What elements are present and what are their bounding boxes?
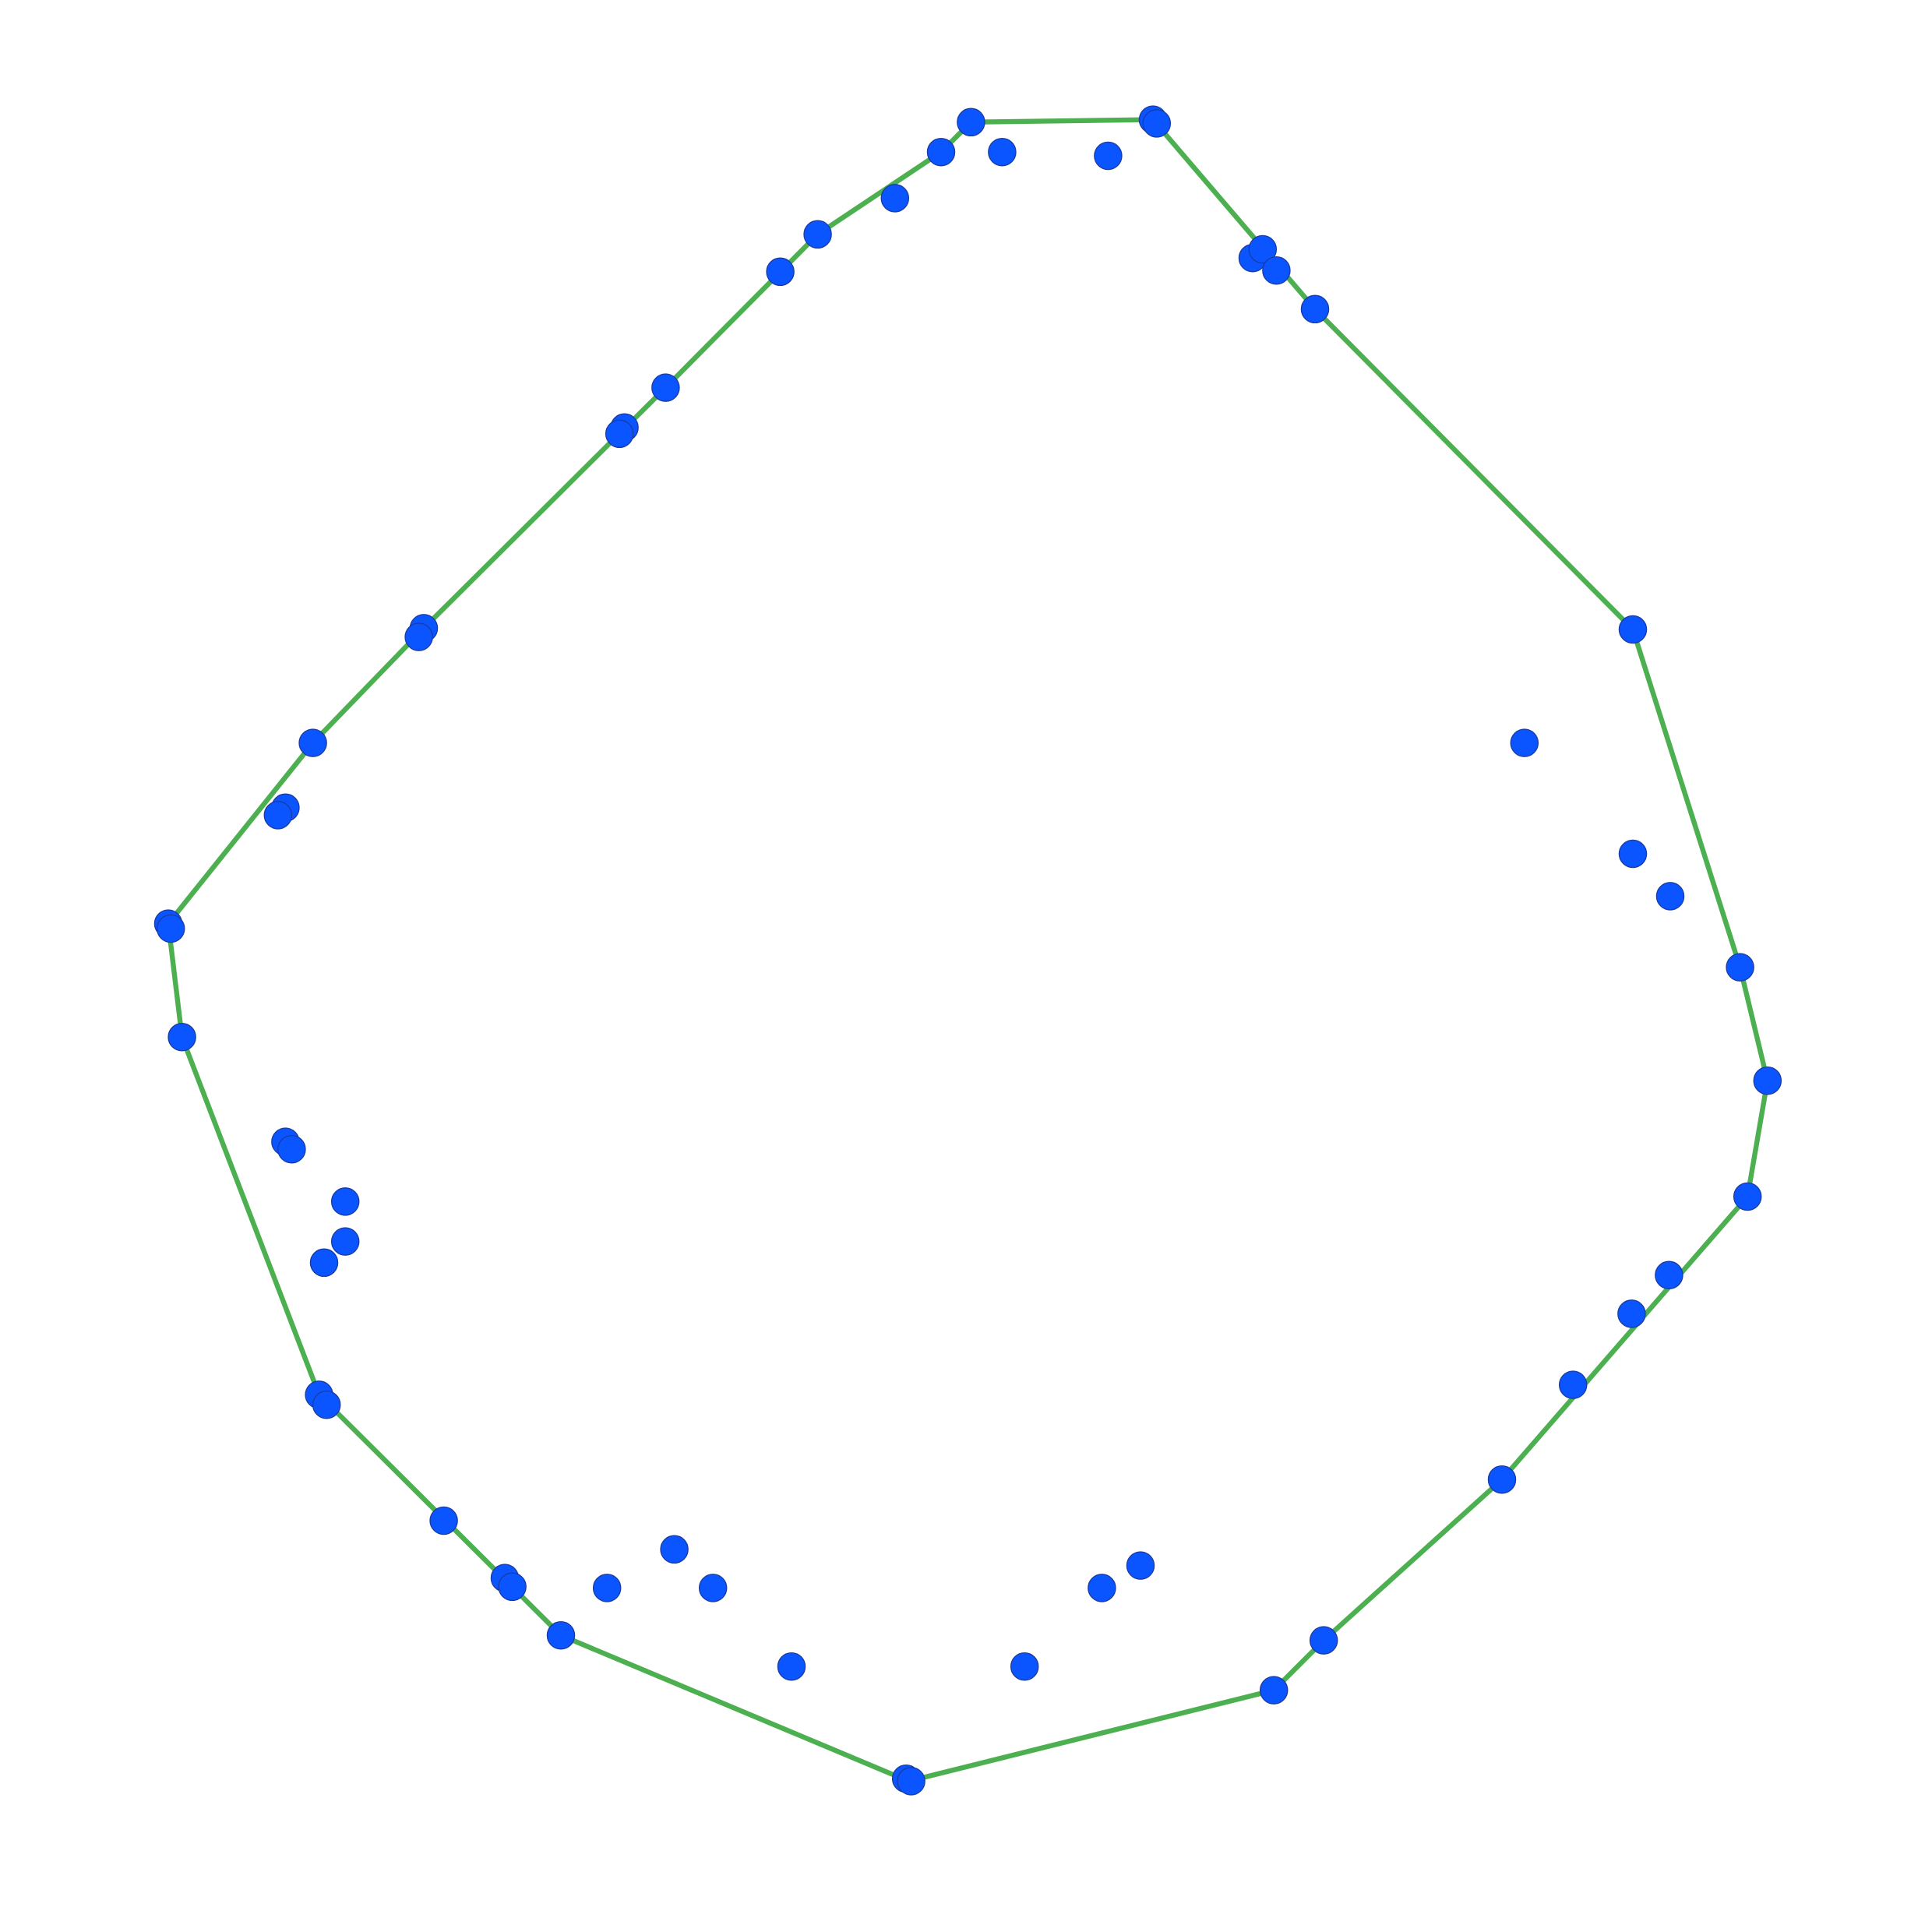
data-point-12 bbox=[1262, 256, 1291, 285]
data-point-21 bbox=[263, 801, 293, 830]
data-point-33 bbox=[330, 1187, 360, 1216]
data-point-22 bbox=[1618, 615, 1648, 644]
data-point-4 bbox=[926, 137, 956, 167]
data-point-16 bbox=[605, 419, 634, 449]
data-point-1 bbox=[957, 108, 985, 137]
data-point-39 bbox=[1558, 1370, 1588, 1399]
data-point-29 bbox=[167, 1022, 196, 1052]
data-point-14 bbox=[651, 373, 680, 402]
data-point-8 bbox=[803, 220, 832, 249]
data-point-7 bbox=[880, 184, 910, 213]
data-point-50 bbox=[1088, 1574, 1116, 1602]
data-point-52 bbox=[1309, 1626, 1338, 1655]
data-point-53 bbox=[777, 1652, 806, 1681]
data-point-19 bbox=[298, 728, 327, 757]
data-point-54 bbox=[1010, 1652, 1039, 1681]
data-point-48 bbox=[592, 1574, 622, 1602]
data-point-37 bbox=[1655, 1260, 1683, 1290]
data-point-6 bbox=[1094, 141, 1123, 171]
data-point-45 bbox=[1126, 1551, 1155, 1580]
data-point-41 bbox=[312, 1390, 341, 1419]
data-point-43 bbox=[429, 1506, 458, 1535]
data-point-3 bbox=[1142, 109, 1172, 138]
data-point-25 bbox=[1655, 882, 1685, 911]
data-point-42 bbox=[1487, 1465, 1517, 1494]
data-point-28 bbox=[1726, 953, 1754, 982]
points-layer bbox=[153, 105, 1782, 1796]
data-point-13 bbox=[1300, 294, 1330, 324]
data-point-38 bbox=[1617, 1299, 1646, 1328]
data-point-35 bbox=[309, 1248, 339, 1278]
data-point-55 bbox=[1259, 1676, 1289, 1705]
data-point-32 bbox=[277, 1134, 306, 1164]
data-point-23 bbox=[1510, 728, 1539, 757]
data-point-57 bbox=[897, 1767, 925, 1796]
data-point-49 bbox=[698, 1574, 728, 1602]
data-point-36 bbox=[1733, 1182, 1762, 1211]
data-point-27 bbox=[156, 914, 185, 943]
data-point-5 bbox=[988, 137, 1017, 167]
data-point-9 bbox=[766, 257, 795, 287]
data-point-24 bbox=[1618, 839, 1648, 869]
data-point-18 bbox=[404, 622, 433, 651]
data-point-11 bbox=[1248, 234, 1278, 264]
data-point-47 bbox=[498, 1572, 527, 1602]
data-point-44 bbox=[660, 1535, 689, 1564]
data-point-51 bbox=[546, 1620, 576, 1650]
data-point-34 bbox=[330, 1227, 360, 1256]
data-point-30 bbox=[1753, 1066, 1782, 1095]
